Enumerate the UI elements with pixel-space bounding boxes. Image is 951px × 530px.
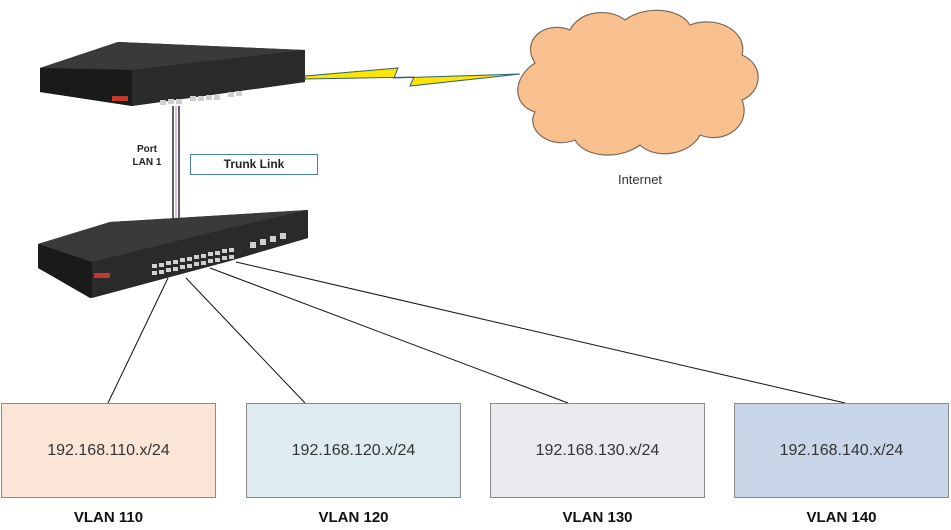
vlan-130-name: VLAN 130 (562, 509, 633, 526)
switch-brand-logo (94, 273, 110, 278)
vlan-110-subnet: 192.168.110.x/24 (47, 441, 170, 459)
vlan-130-subnet: 192.168.130.x/24 (535, 441, 660, 459)
router-brand-logo (112, 96, 128, 101)
link-vlan-130 (209, 267, 569, 404)
vlan-110-name: VLAN 110 (73, 509, 144, 526)
switch-ports (152, 233, 286, 275)
port-lan1-label: Port LAN 1 (127, 143, 167, 169)
switch-device (38, 210, 308, 298)
router-device (40, 42, 305, 106)
port-label-line2: LAN 1 (132, 157, 162, 168)
vlan-110-box: 192.168.110.x/24 (1, 403, 216, 498)
vlan-140-name: VLAN 140 (806, 509, 877, 526)
router-ports (160, 91, 242, 105)
vlan-140-box: 192.168.140.x/24 (734, 403, 949, 498)
vlan-120-name: VLAN 120 (318, 509, 389, 526)
link-vlan-120 (185, 277, 306, 404)
wan-lightning-link (304, 67, 521, 87)
internet-label: Internet (617, 172, 663, 187)
link-vlan-140 (235, 261, 846, 404)
vlan-120-box: 192.168.120.x/24 (246, 403, 461, 498)
vlan-140-subnet: 192.168.140.x/24 (779, 441, 904, 459)
vlan-links (107, 261, 846, 404)
trunk-link-label: Trunk Link (190, 154, 318, 175)
vlan-130-box: 192.168.130.x/24 (490, 403, 705, 498)
port-label-line1: Port (137, 144, 157, 155)
internet-cloud-icon (517, 9, 759, 156)
vlan-120-subnet: 192.168.120.x/24 (291, 441, 416, 459)
link-vlan-110 (107, 277, 169, 404)
